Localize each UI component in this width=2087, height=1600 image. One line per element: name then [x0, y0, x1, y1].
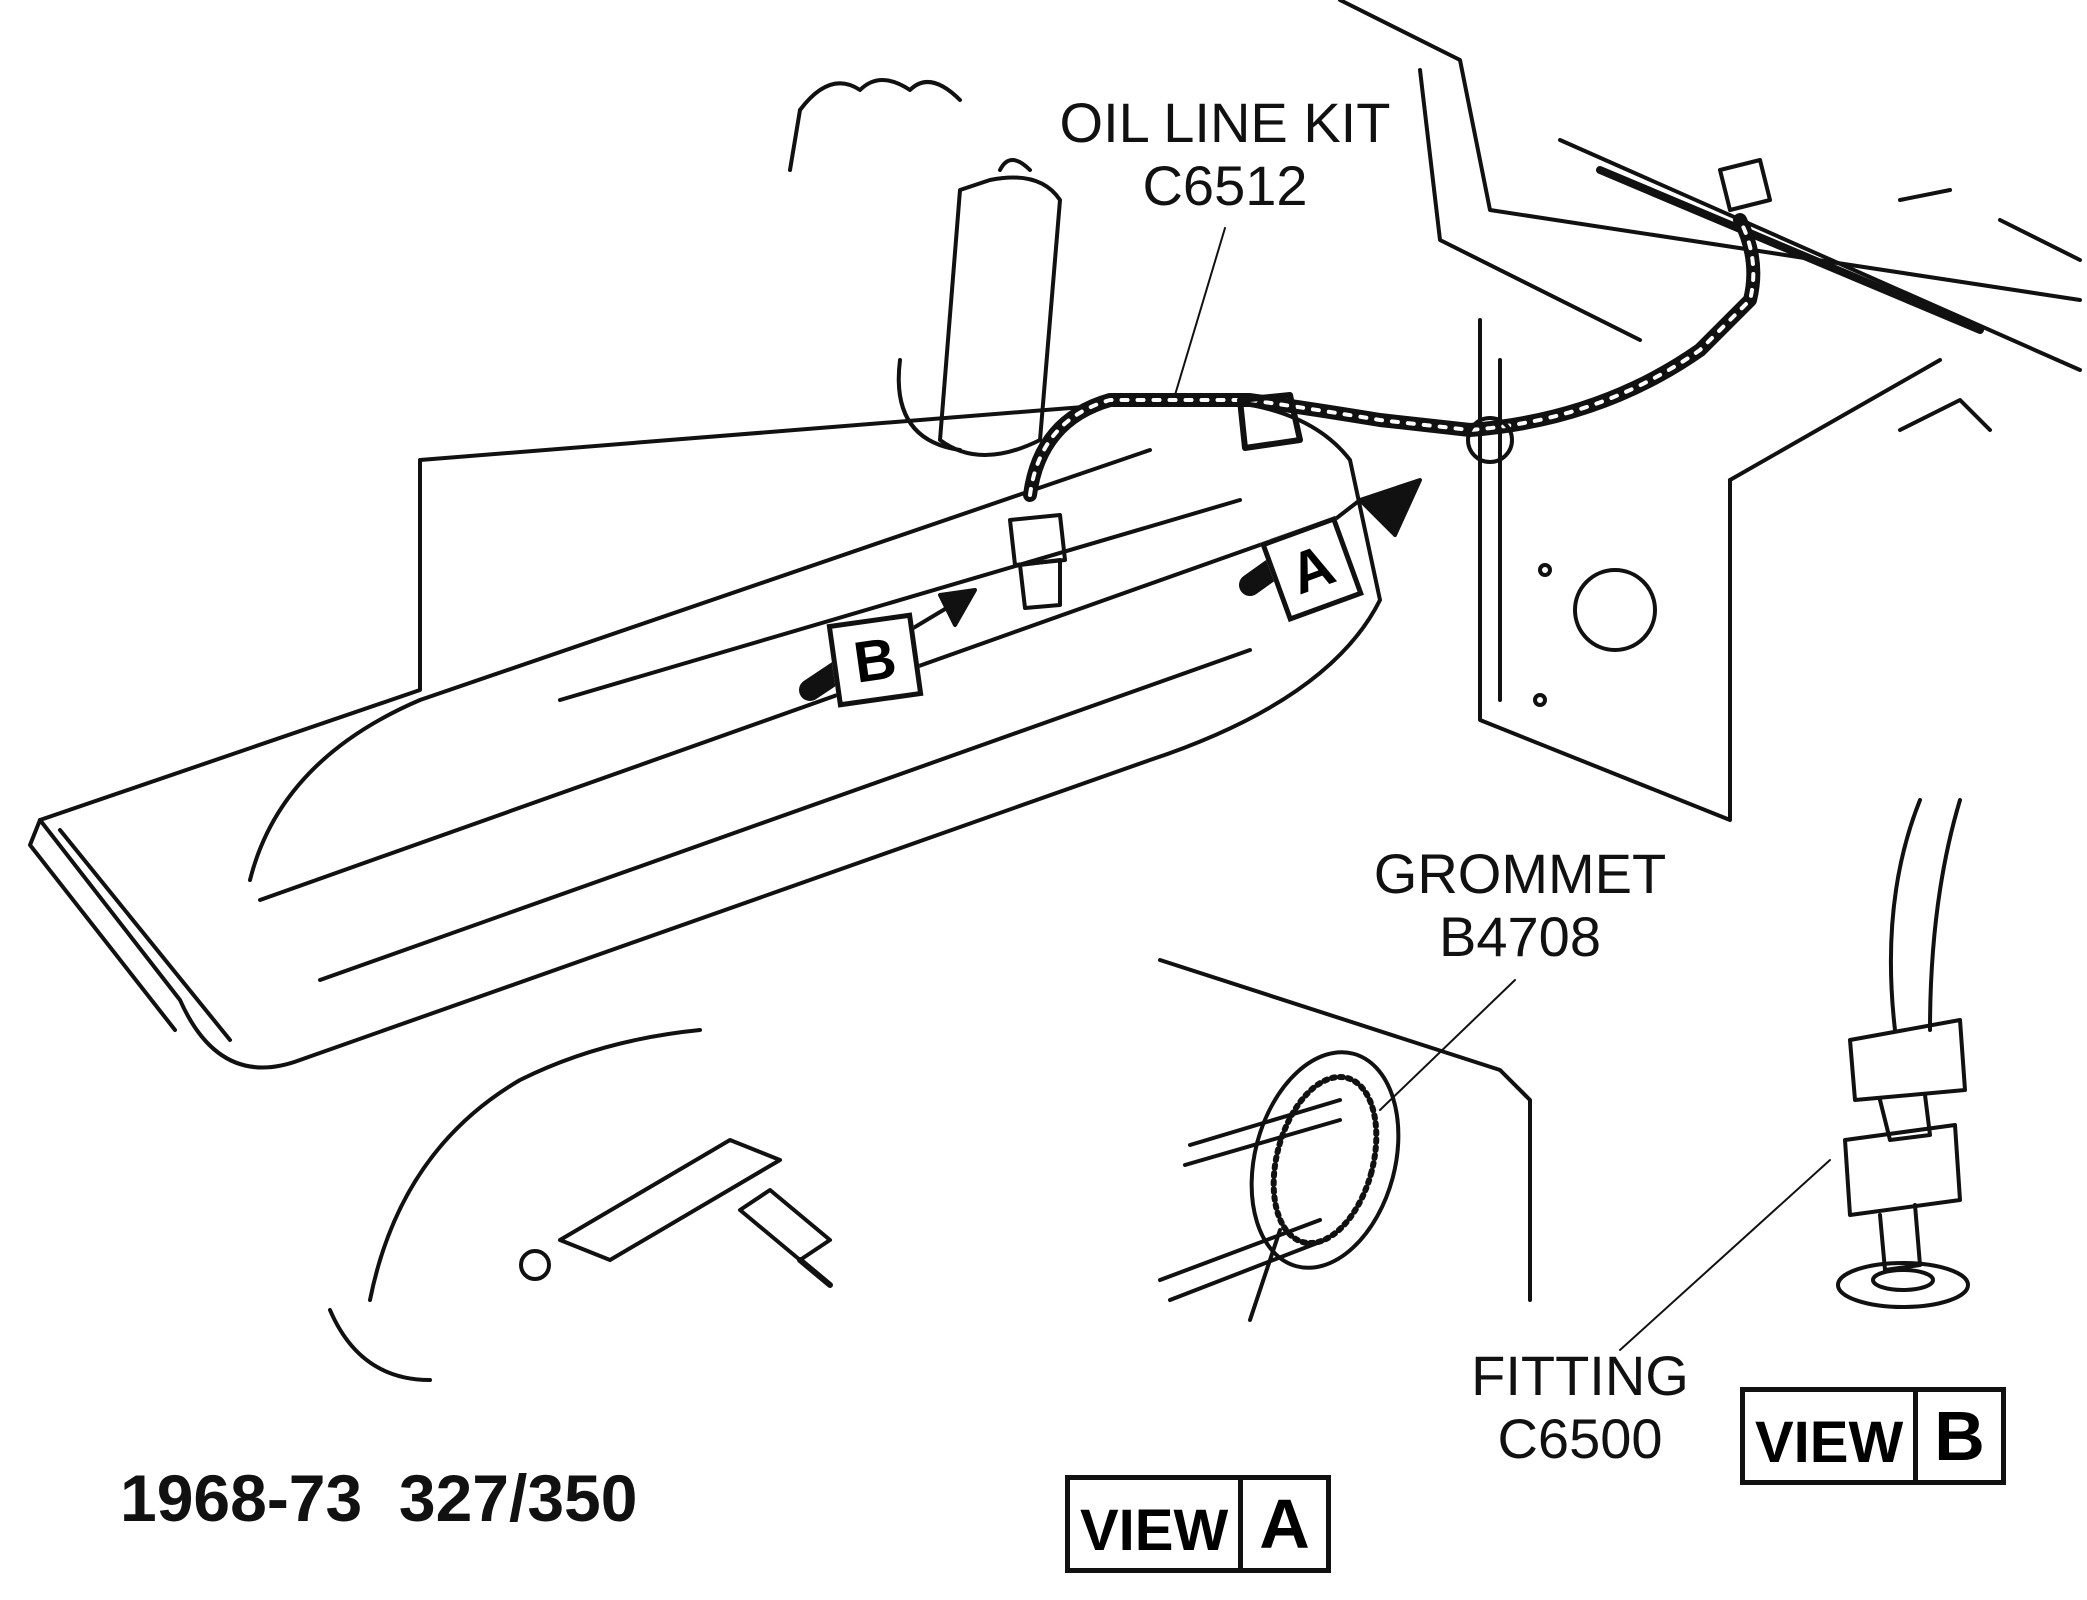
grommet-leader	[1379, 979, 1516, 1111]
view-b-fitting-drawing	[1836, 798, 1970, 1309]
view-b-marker-label: B	[826, 612, 924, 708]
oil-line-kit-callout: OIL LINE KIT C6512	[1040, 91, 1410, 217]
fitting-leader	[1619, 1159, 1831, 1351]
fitting-part: C6500	[1497, 1406, 1663, 1470]
view-a-grommet-drawing	[1158, 958, 1532, 1322]
grommet-part: B4708	[1439, 904, 1601, 968]
valve-cover-drawing	[28, 397, 1382, 1070]
lower-manifold-drawing	[328, 1028, 833, 1382]
grommet-name: GROMMET	[1373, 842, 1667, 905]
view-b-word: VIEW	[1740, 1387, 1919, 1485]
oil-line-kit-part: C6512	[1142, 153, 1308, 217]
grommet-callout: GROMMET B4708	[1355, 842, 1685, 968]
firewall-drawing	[1338, 0, 2082, 822]
view-b-label: VIEW B	[1740, 1387, 2006, 1485]
view-b-letter: B	[1918, 1387, 2006, 1485]
oil-line-drawing	[1008, 158, 1952, 610]
application-note: 1968-73 327/350	[120, 1461, 638, 1535]
fitting-callout: FITTING C6500	[1450, 1344, 1710, 1470]
oil-filter-drawing	[788, 78, 1062, 457]
fitting-name: FITTING	[1471, 1344, 1689, 1407]
view-a-label: VIEW A	[1065, 1475, 1331, 1573]
view-a-word: VIEW	[1065, 1475, 1244, 1573]
oil-line-kit-leader	[1174, 227, 1226, 396]
oil-line-kit-name: OIL LINE KIT	[1059, 91, 1391, 154]
view-a-letter: A	[1243, 1475, 1331, 1573]
